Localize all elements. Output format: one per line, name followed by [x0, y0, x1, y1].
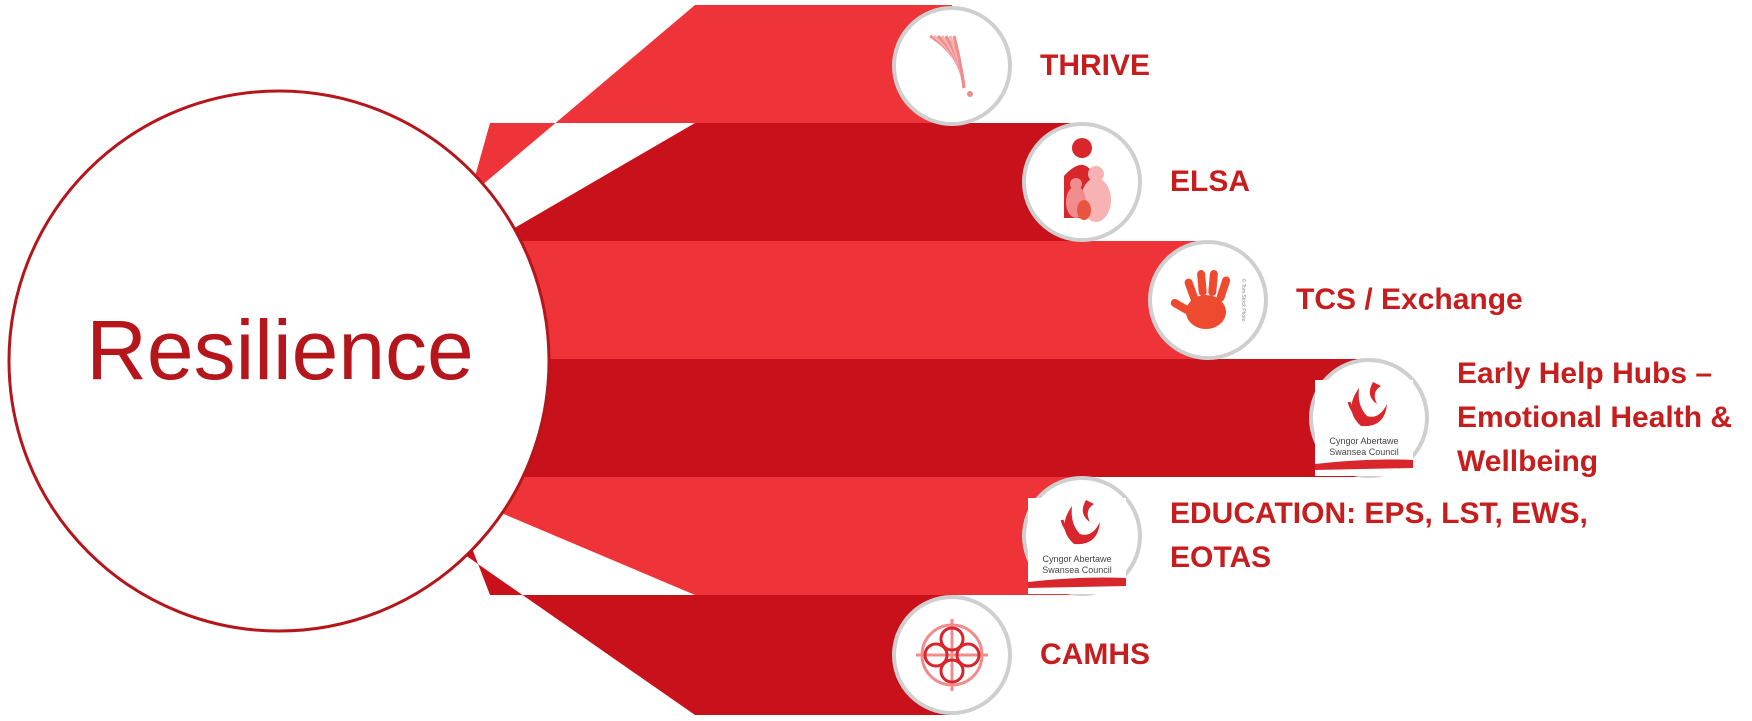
- svg-text:© Tom Stock Photo: © Tom Stock Photo: [1240, 279, 1247, 322]
- resilience-label: Resilience: [86, 303, 474, 397]
- branch-bands: [455, 5, 1369, 715]
- svg-text:Swansea Council: Swansea Council: [1042, 565, 1112, 575]
- handprint-logo-icon: © Tom Stock Photo: [1148, 240, 1268, 360]
- branch-label: THRIVE: [1040, 44, 1150, 88]
- branch-label: Early Help Hubs – Emotional Health & Wellb…: [1457, 352, 1732, 484]
- svg-text:Cyngor Abertawe: Cyngor Abertawe: [1329, 436, 1398, 446]
- svg-text:Cyngor Abertawe: Cyngor Abertawe: [1042, 554, 1111, 564]
- branch-label-line: TCS / Exchange: [1296, 283, 1523, 316]
- branch-label-line: Emotional Health &: [1457, 401, 1733, 434]
- branch-band: [480, 438, 1082, 595]
- branch-label-line: CAMHS: [1040, 638, 1150, 671]
- branch-label-line: ELSA: [1170, 165, 1251, 198]
- branch-band: [500, 241, 1208, 359]
- camhs-knot-logo-icon: [892, 595, 1012, 715]
- branch-label-line: THRIVE: [1040, 49, 1151, 82]
- svg-text:Swansea Council: Swansea Council: [1329, 447, 1399, 457]
- resilience-circle: [7, 89, 551, 633]
- branch-band: [480, 123, 1082, 281]
- branch-label: ELSA: [1170, 160, 1250, 204]
- branch-band: [455, 5, 952, 248]
- branch-label: EDUCATION: EPS, LST, EWS, EOTAS: [1170, 492, 1588, 580]
- thrive-feather-logo-icon: [892, 6, 1012, 126]
- branch-band: [500, 358, 1369, 477]
- elsa-family-logo-icon: [1022, 122, 1142, 242]
- branch-label-line: Early Help Hubs –: [1457, 357, 1713, 390]
- branch-label: TCS / Exchange: [1296, 278, 1523, 322]
- branch-band: [455, 504, 952, 715]
- branch-label-line: EOTAS: [1170, 541, 1272, 574]
- branch-label-line: EDUCATION: EPS, LST, EWS,: [1170, 497, 1588, 530]
- branch-label-line: Wellbeing: [1457, 445, 1599, 478]
- branch-label: CAMHS: [1040, 633, 1150, 677]
